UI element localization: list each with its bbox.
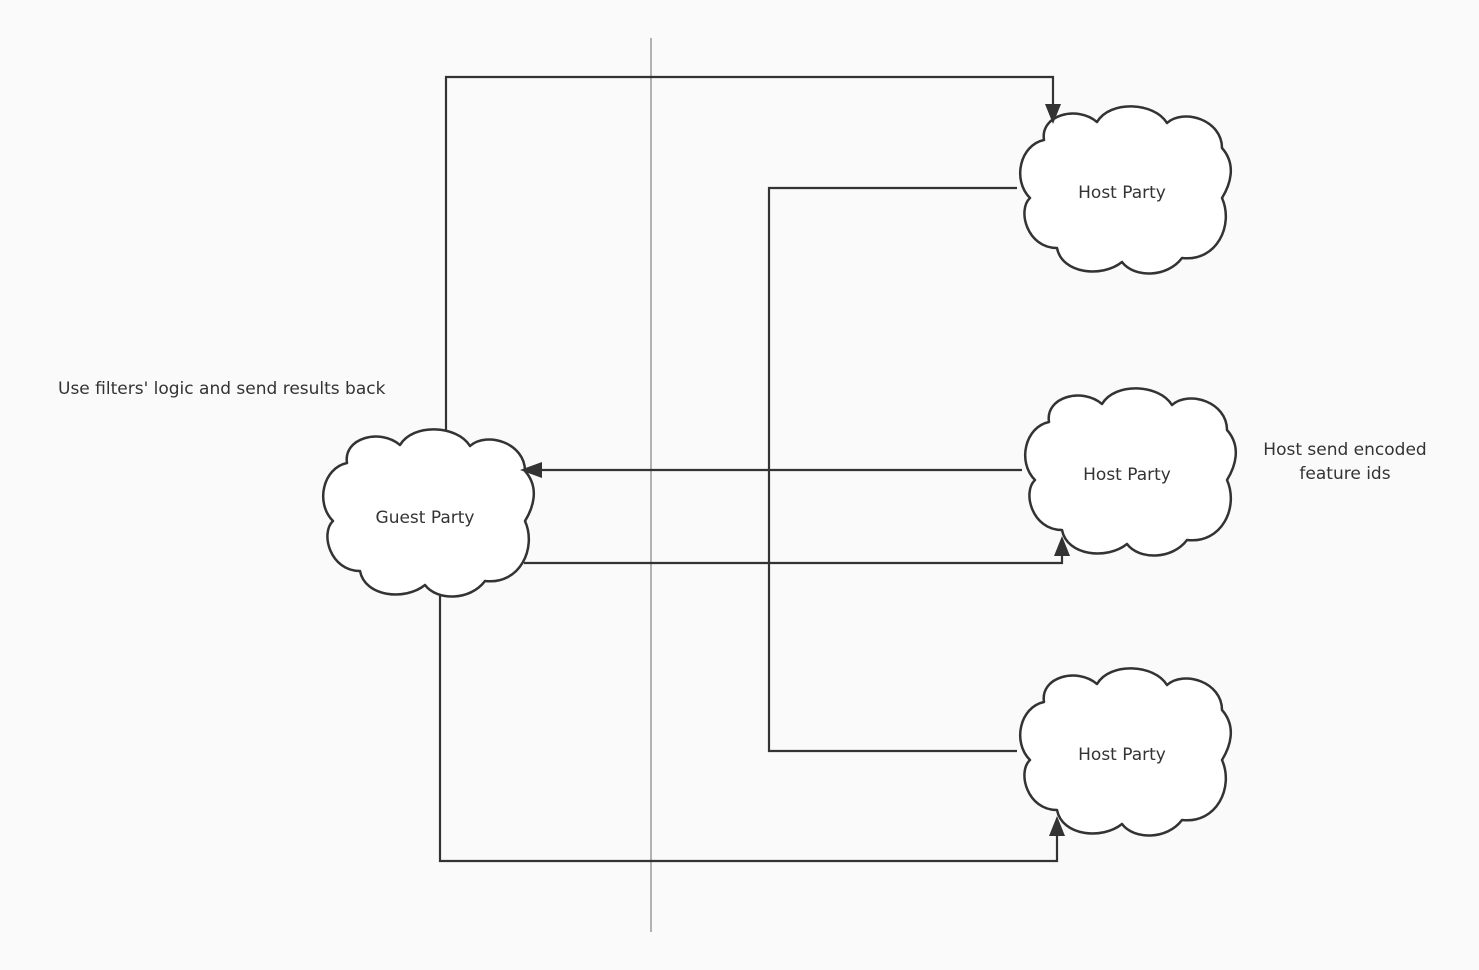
arrowhead-host-top xyxy=(1045,104,1061,124)
host-middle-label: Host Party xyxy=(1083,465,1171,485)
guest-label: Guest Party xyxy=(376,508,475,528)
arrowhead-guest xyxy=(520,462,542,478)
cloud-host-top: Host Party xyxy=(1018,105,1233,275)
cloud-host-bottom: Host Party xyxy=(1018,667,1233,837)
connector-guest-to-host-bottom xyxy=(438,596,1059,863)
host-top-label: Host Party xyxy=(1078,183,1166,203)
host-bottom-label: Host Party xyxy=(1078,745,1166,765)
connector-guest-to-host-top xyxy=(444,75,1055,436)
cloud-host-middle: Host Party xyxy=(1023,387,1238,557)
host-annotation-line-2: feature ids xyxy=(1299,464,1391,484)
connector-guest-to-host-middle xyxy=(524,556,1064,565)
host-annotation: Host send encoded feature ids xyxy=(1250,438,1440,486)
arrowhead-host-middle xyxy=(1054,536,1070,556)
arrowhead-host-bottom xyxy=(1049,816,1065,836)
cloud-guest: Guest Party xyxy=(321,428,536,598)
guest-annotation: Use filters' logic and send results back xyxy=(58,379,386,399)
host-annotation-line-1: Host send encoded xyxy=(1263,440,1427,460)
